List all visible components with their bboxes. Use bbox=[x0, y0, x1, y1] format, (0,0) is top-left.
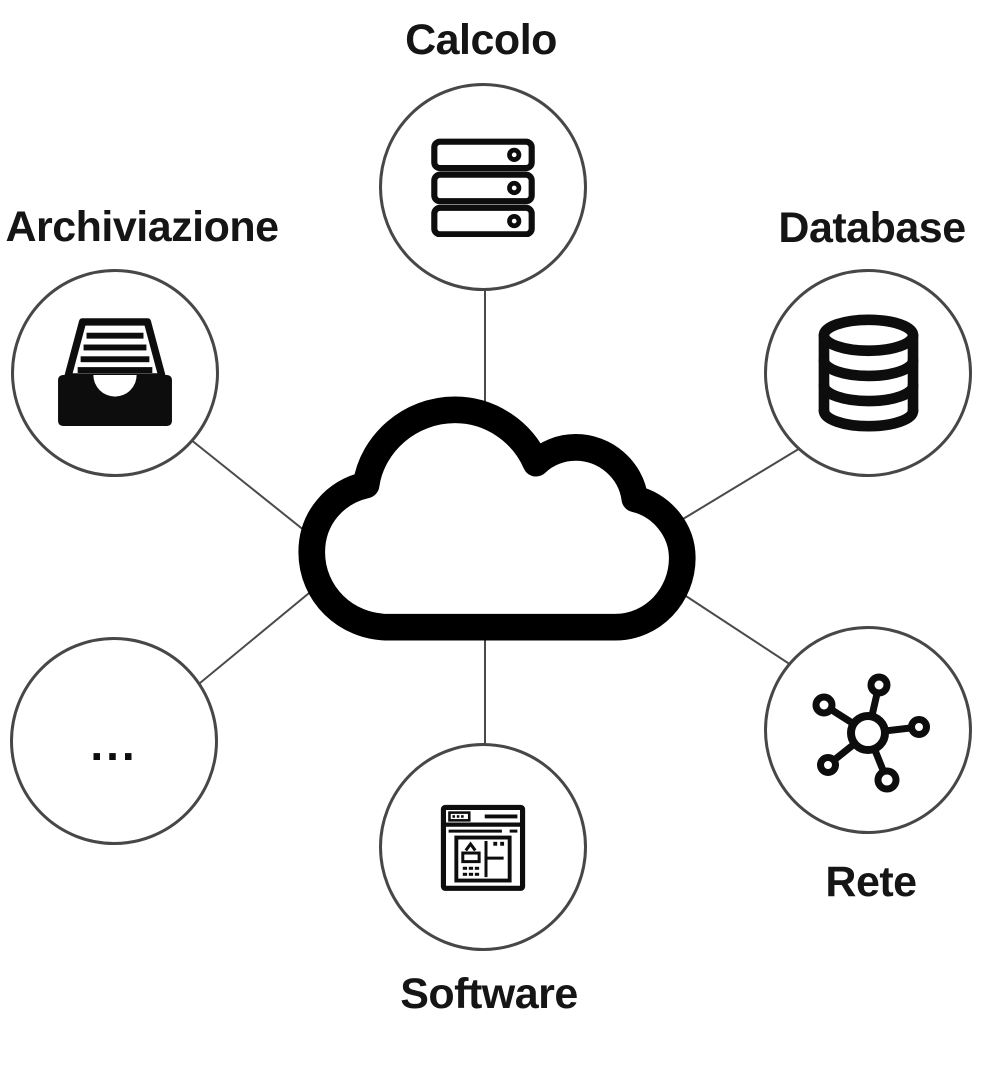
server-icon bbox=[431, 138, 535, 237]
label-software: Software bbox=[400, 970, 578, 1018]
database-icon bbox=[818, 314, 918, 432]
label-calcolo: Calcolo bbox=[405, 16, 557, 64]
cloud-center bbox=[290, 390, 705, 652]
node-rete bbox=[764, 626, 972, 834]
node-database bbox=[764, 269, 972, 477]
node-software bbox=[379, 743, 587, 951]
label-rete: Rete bbox=[825, 858, 917, 906]
network-icon bbox=[812, 673, 930, 792]
node-altro: ... bbox=[10, 637, 218, 845]
label-archiviazione: Archiviazione bbox=[5, 203, 279, 251]
archive-icon bbox=[58, 318, 172, 427]
node-archiviazione bbox=[11, 269, 219, 477]
node-calcolo bbox=[379, 83, 587, 291]
browser-icon bbox=[440, 804, 526, 891]
cloud-icon bbox=[298, 396, 696, 641]
label-database: Database bbox=[778, 204, 966, 252]
